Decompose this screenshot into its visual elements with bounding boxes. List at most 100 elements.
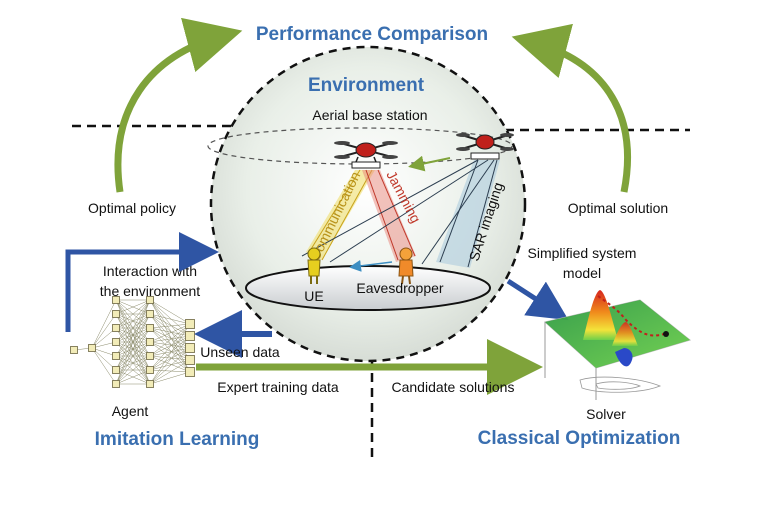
jamming-beam: [362, 169, 416, 262]
network-edge: [149, 341, 191, 361]
network-node: [185, 367, 195, 377]
network-edge: [149, 323, 191, 329]
network-edge: [115, 369, 151, 385]
network-edge: [149, 323, 191, 357]
unseen-data-label: Unseen data: [200, 344, 280, 360]
network-node: [112, 380, 120, 388]
network-edge: [115, 313, 151, 385]
network-node: [112, 296, 120, 304]
classical-optimization-title: Classical Optimization: [478, 428, 681, 449]
network-edge: [149, 355, 191, 361]
network-edge: [149, 313, 191, 337]
network-edge: [149, 299, 191, 349]
communication-beam: [306, 169, 375, 261]
network-edge: [115, 299, 151, 315]
imitation-learning-title: Imitation Learning: [95, 429, 260, 450]
eavesdrop-arrow: [349, 259, 393, 272]
network-edge: [149, 299, 191, 325]
uav-move-arrow: [408, 155, 451, 172]
simplified-model-label-line2: model: [563, 265, 601, 281]
network-edge: [115, 299, 151, 371]
performance-comparison-title: Performance Comparison: [256, 24, 488, 45]
network-edge: [149, 355, 191, 373]
network-edge: [91, 347, 117, 385]
network-edge: [91, 347, 117, 357]
simplified-model-label-line1: Simplified system: [528, 245, 637, 261]
interaction-arrow: [65, 232, 219, 332]
network-edge: [149, 327, 191, 349]
uav-drone-icon: [456, 133, 514, 160]
network-edge: [149, 341, 191, 373]
network-node: [112, 366, 120, 374]
network-edge: [149, 335, 191, 385]
network-node: [112, 310, 120, 318]
network-edge: [149, 323, 191, 343]
network-edge: [149, 371, 191, 385]
network-edge: [149, 323, 191, 371]
network-edge: [149, 335, 191, 371]
expert-training-data-label: Expert training data: [217, 379, 339, 395]
network-node: [146, 324, 154, 332]
ground-plane: [245, 265, 491, 311]
network-edge: [149, 347, 191, 357]
network-edge: [149, 341, 191, 349]
network-node: [146, 338, 154, 346]
neural-network-icon: [70, 296, 195, 388]
network-edge: [115, 299, 151, 357]
network-edge: [149, 347, 191, 371]
network-node: [185, 343, 195, 353]
network-edge: [149, 323, 191, 385]
network-edge: [149, 327, 191, 337]
optimal-policy-arrow: [114, 17, 243, 193]
network-edge: [149, 299, 191, 361]
network-edge: [115, 299, 151, 343]
network-edge: [149, 313, 191, 325]
optimal-solution-label: Optimal solution: [568, 200, 668, 216]
environment-title: Environment: [308, 75, 425, 96]
optimal-solution-arrow: [511, 23, 631, 193]
network-edge: [91, 341, 117, 349]
network-node: [112, 352, 120, 360]
network-edge: [115, 327, 151, 385]
network-edge: [149, 327, 191, 373]
network-edge: [115, 299, 151, 385]
network-edge: [149, 347, 191, 385]
interaction-label-line2: the environment: [100, 283, 201, 299]
ue-label: UE: [304, 288, 323, 304]
network-node: [112, 338, 120, 346]
network-edge: [149, 359, 191, 371]
network-edge: [149, 359, 191, 385]
ue-person-icon: [307, 247, 321, 284]
network-edge: [149, 369, 191, 373]
network-edge: [91, 347, 117, 371]
network-edge: [149, 335, 191, 357]
eavesdropper-label: Eavesdropper: [356, 280, 444, 296]
network-edge: [149, 327, 191, 361]
network-edge: [115, 299, 151, 329]
network-node: [185, 355, 195, 365]
interaction-label-line1: Interaction with: [103, 263, 197, 279]
network-edge: [149, 299, 191, 373]
network-edge: [91, 299, 117, 349]
network-node: [88, 344, 96, 352]
network-node: [146, 352, 154, 360]
network-edge: [149, 335, 191, 343]
network-edge: [149, 299, 191, 337]
network-node: [146, 296, 154, 304]
network-node: [70, 346, 78, 354]
optimal-policy-label: Optimal policy: [88, 200, 176, 216]
sar-beam: [301, 159, 500, 268]
network-edge: [149, 313, 191, 361]
aerial-base-station-label: Aerial base station: [312, 107, 427, 123]
network-edge: [115, 341, 151, 385]
network-node: [146, 310, 154, 318]
simplified-model-arrow: [506, 278, 569, 321]
network-node: [146, 380, 154, 388]
solver-surface-icon: [543, 290, 692, 400]
solver-label: Solver: [586, 406, 626, 422]
network-edge: [91, 327, 117, 349]
network-edge: [91, 313, 117, 349]
network-node: [185, 319, 195, 329]
